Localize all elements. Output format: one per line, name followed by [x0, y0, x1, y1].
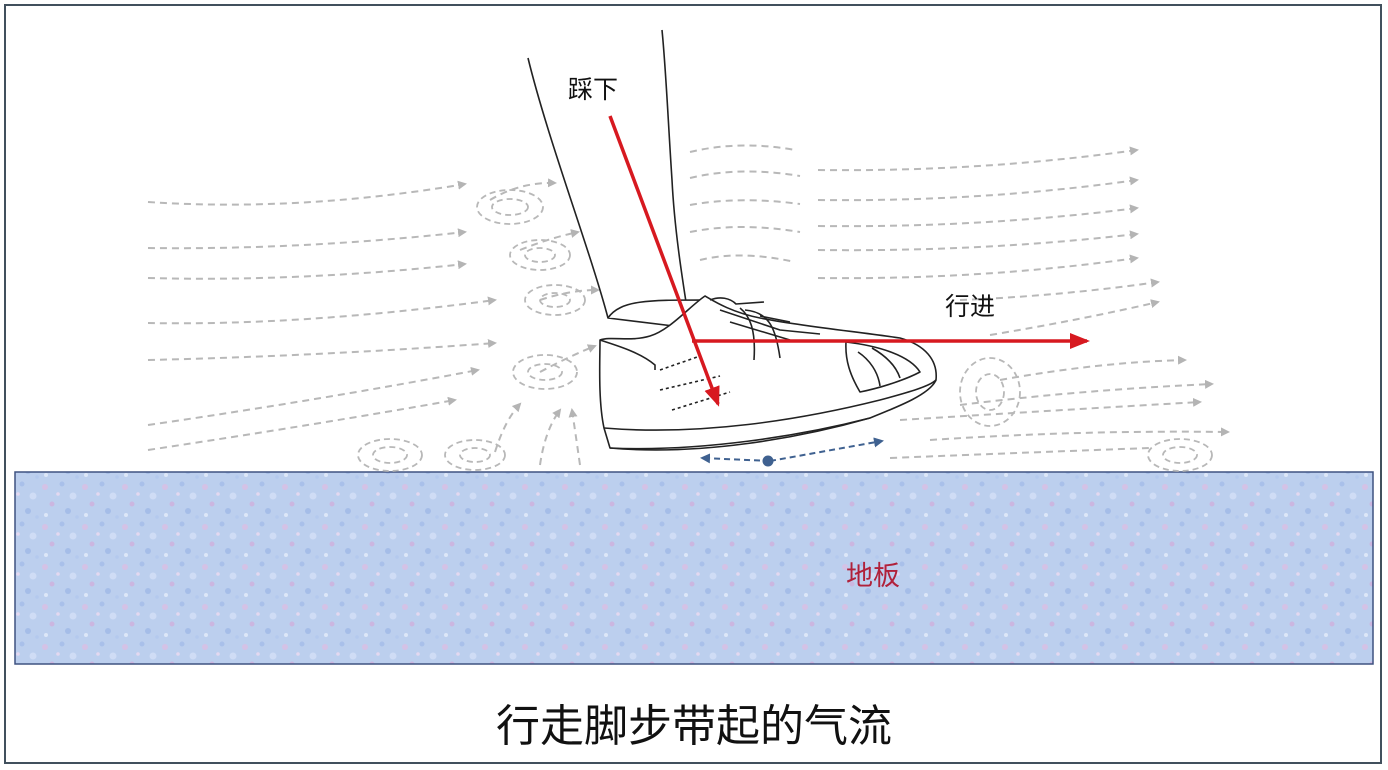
- airflow-swirls-left: [357, 189, 586, 472]
- floor-label: 地板: [846, 561, 900, 592]
- airflow-right: [689, 144, 1230, 459]
- step-down-label: 踩下: [568, 75, 619, 104]
- step-down-arrow: [608, 115, 720, 407]
- leg-with-sneaker-drawing: [527, 29, 937, 451]
- forward-label: 行进: [945, 292, 996, 321]
- pivot-indicator: [700, 437, 884, 467]
- airflow-left: [147, 178, 600, 466]
- airflow-swirls-right: [959, 357, 1213, 472]
- floor-slab: [14, 471, 1374, 665]
- diagram-caption: 行走脚步带起的气流: [496, 701, 892, 752]
